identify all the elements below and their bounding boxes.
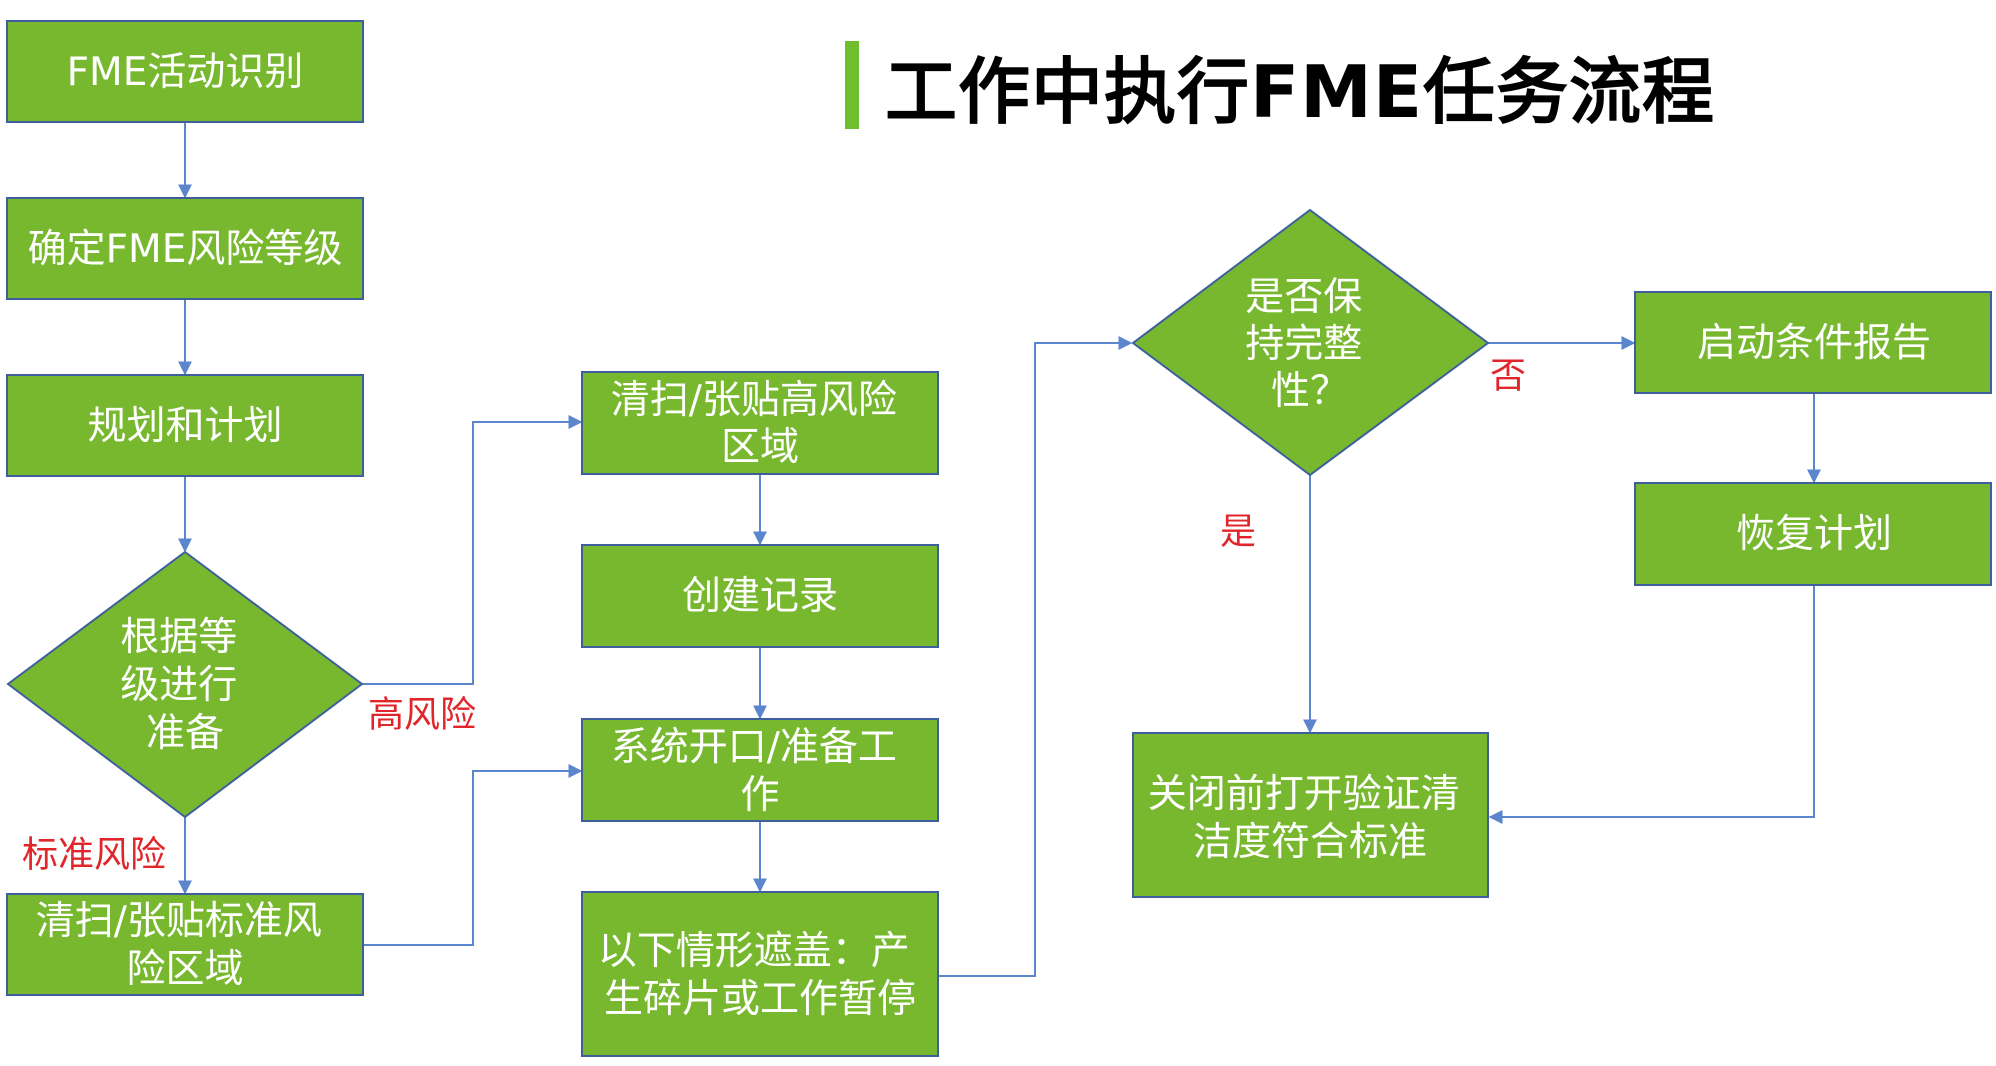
node-integrity-decision — [1131, 208, 1490, 477]
label-identify: FME活动识别 — [67, 50, 304, 95]
edge-labels: 高风险 标准风险 否 是 — [22, 356, 1526, 876]
node-identify — [6, 20, 364, 123]
edge-recovery-plan-to-verify-close — [1488, 585, 1815, 824]
label-integrity-decision: 是否保 持完整 性？ — [1245, 275, 1374, 414]
label-create-record: 创建记录 — [682, 574, 838, 619]
label-open-system: 系统开口/准备工 作 — [611, 725, 910, 818]
node-open-system — [581, 718, 939, 822]
label-verify-close: 关闭前打开验证清 洁度符合标准 — [1148, 772, 1472, 865]
node-clean-high — [581, 371, 939, 475]
title-block: 工作中执行FME任务流程 — [845, 40, 1715, 134]
node-clean-standard — [6, 893, 364, 996]
node-cover — [581, 891, 939, 1057]
label-planning: 规划和计划 — [87, 404, 282, 449]
label-condition-report: 启动条件报告 — [1697, 321, 1931, 366]
node-recovery-plan — [1634, 482, 1992, 586]
node-create-record — [581, 544, 939, 648]
label-clean-standard: 清扫/张贴标准风 险区域 — [36, 899, 335, 992]
label-risk-level: 确定FME风险等级 — [28, 227, 343, 272]
label-recovery-plan: 恢复计划 — [1736, 512, 1892, 557]
title-accent-bar — [845, 41, 859, 129]
label-cover: 以下情形遮盖：产 生碎片或工作暂停 — [598, 929, 922, 1022]
edge-label-high-risk: 高风险 — [368, 695, 476, 736]
node-labels: FME活动识别 确定FME风险等级 规划和计划 根据等 级进行 准备 清扫/张贴… — [28, 50, 1931, 1022]
node-risk-level — [6, 197, 364, 300]
edge-label-standard-risk: 标准风险 — [22, 835, 166, 876]
edge-label-yes: 是 — [1220, 512, 1256, 553]
edge-label-no: 否 — [1490, 356, 1526, 397]
label-prepare-decision: 根据等 级进行 准备 — [120, 615, 249, 756]
label-clean-high: 清扫/张贴高风险 区域 — [611, 378, 910, 470]
node-verify-close — [1132, 732, 1489, 898]
edge-cover-to-integrity-decision — [938, 336, 1133, 977]
page-title: 工作中执行FME任务流程 — [885, 49, 1716, 134]
connectors — [178, 122, 1821, 977]
node-shapes — [6, 20, 1992, 1057]
edge-clean-standard-to-open-system — [363, 764, 583, 946]
edge-decision-to-clean-high — [362, 415, 583, 685]
node-condition-report — [1634, 291, 1992, 394]
node-planning — [6, 374, 364, 477]
node-prepare-decision — [6, 550, 364, 819]
